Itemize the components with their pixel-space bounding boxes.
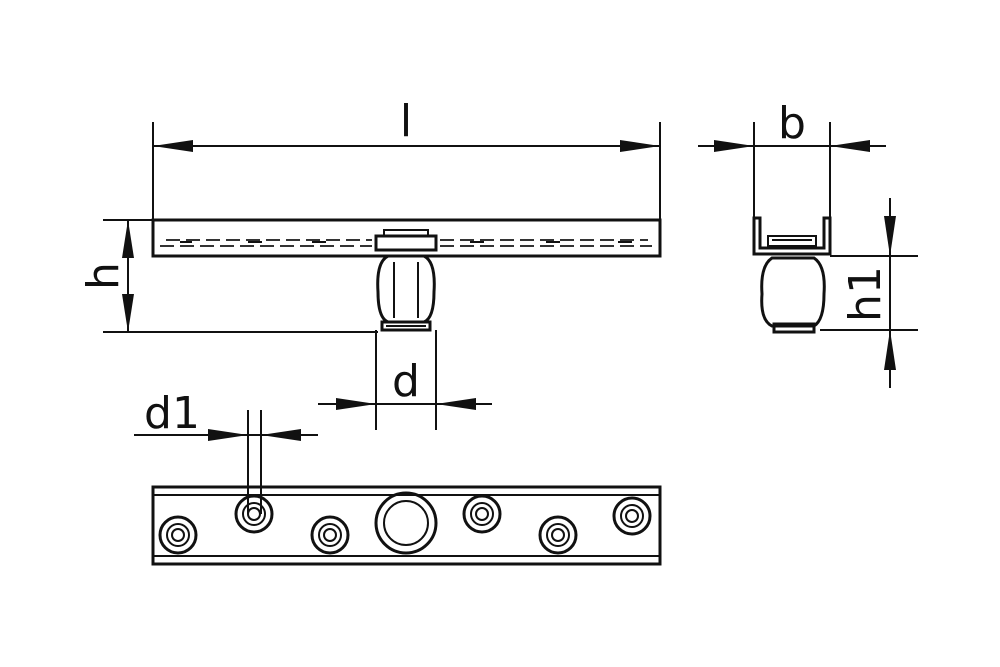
label-wheel-height: h1 [840, 266, 891, 322]
arrow-d-right [436, 398, 476, 410]
arrow-b-left [714, 140, 754, 152]
hole-4 [462, 494, 502, 534]
wheel-axle-cap [380, 320, 432, 332]
dimension-length: l [152, 96, 661, 220]
rail-hidden-profile [160, 239, 652, 247]
dimension-hole-diameter: d1 [134, 388, 318, 514]
wheel-side [760, 256, 826, 328]
label-length: l [400, 96, 412, 147]
side-carriage-detail [772, 235, 812, 241]
dimension-width: b [698, 98, 886, 218]
arrow-d1-left [208, 429, 248, 441]
hole-2 [234, 494, 274, 534]
dimension-wheel-height: h1 [840, 198, 896, 388]
label-hole-diameter: d1 [144, 388, 200, 439]
arrow-h-bottom [122, 294, 134, 332]
center-hole [374, 491, 438, 555]
hole-1 [158, 515, 198, 555]
top-view [151, 485, 662, 566]
front-view [151, 218, 662, 332]
label-wheel-diameter: d [392, 356, 420, 407]
hole-3 [310, 515, 350, 555]
wheel-side-cap [772, 322, 816, 334]
hole-5 [538, 515, 578, 555]
arrow-h-top [122, 220, 134, 258]
carriage-plate [374, 234, 438, 252]
arrow-b-right [830, 140, 870, 152]
carriage-top [383, 229, 429, 237]
wheel-front [376, 254, 436, 324]
label-height: h [78, 262, 129, 290]
arrow-d-left [336, 398, 376, 410]
wheel-groove [393, 262, 419, 318]
plate-outline [151, 485, 662, 566]
arrow-d1-right [261, 429, 301, 441]
hole-6 [612, 496, 652, 536]
arrow-l-left [153, 140, 193, 152]
channel-profile [752, 216, 832, 256]
dimension-height: h [78, 219, 378, 333]
arrow-h1-top [884, 216, 896, 256]
label-width: b [778, 98, 806, 149]
side-view [752, 216, 918, 334]
arrow-h1-bottom [884, 330, 896, 370]
dimension-wheel-diameter: d [318, 330, 492, 430]
arrow-l-right [620, 140, 660, 152]
